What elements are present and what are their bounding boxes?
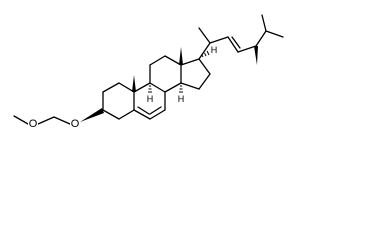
bond-c17-c13	[180, 58, 200, 66]
bond-c14-h-hash	[179, 85, 183, 93]
bond-c10-c9	[133, 82, 151, 93]
atom-label-layer: O O H H H	[28, 45, 217, 130]
bond-c17-c20	[198, 42, 211, 60]
bond-o-ch2	[37, 116, 55, 125]
hydrogen-c14-label: H	[178, 94, 185, 104]
bond-c25-c27	[265, 30, 284, 38]
bond-c6-c5-double	[137, 106, 150, 115]
bond-methyl-o	[13, 115, 29, 125]
bond-ch2-o	[53, 116, 71, 125]
oxygen-ether-label: O	[71, 118, 80, 130]
bond-c25-c26	[261, 14, 267, 32]
bond-c23-c24	[237, 45, 257, 53]
bond-c9-c8	[149, 82, 166, 93]
bond-c20-c22	[209, 36, 229, 44]
bond-c15-c16	[198, 73, 211, 90]
bond-c20-c21	[198, 27, 211, 44]
bond-c1-c10	[118, 82, 135, 93]
bond-c12-c13	[164, 55, 182, 66]
bond-c22-c23	[227, 36, 239, 53]
steroid-structure-diagram: O O H H H	[13, 14, 284, 130]
bond-c9-h-hash	[148, 85, 152, 93]
bond-c10-methyl-wedge	[132, 75, 136, 92]
bond-c7-c6-double	[149, 106, 162, 115]
bond-c14-c15	[180, 82, 200, 90]
bond-c6-c5	[133, 109, 151, 120]
hydrogen-c17-label: H	[211, 45, 218, 55]
bond-c13-methyl-wedge	[179, 47, 183, 65]
bond-c7-c6	[149, 109, 166, 120]
bond-c11-c12	[149, 55, 166, 66]
bond-layer	[13, 14, 284, 125]
bond-c5-c4	[118, 109, 135, 120]
bond-c2-c1	[102, 82, 120, 93]
bond-o-c3-wedge	[80, 108, 104, 122]
bond-c22-c23-double	[231, 36, 241, 49]
oxygen-methoxy-label: O	[29, 118, 38, 130]
bond-c24-methyl-wedge	[254, 46, 258, 65]
bond-c16-c17	[198, 58, 211, 75]
bond-c24-c25	[255, 30, 267, 47]
bond-c4-c3	[102, 109, 120, 120]
hydrogen-c9-label: H	[147, 94, 154, 104]
bond-c14-c8	[164, 82, 182, 93]
